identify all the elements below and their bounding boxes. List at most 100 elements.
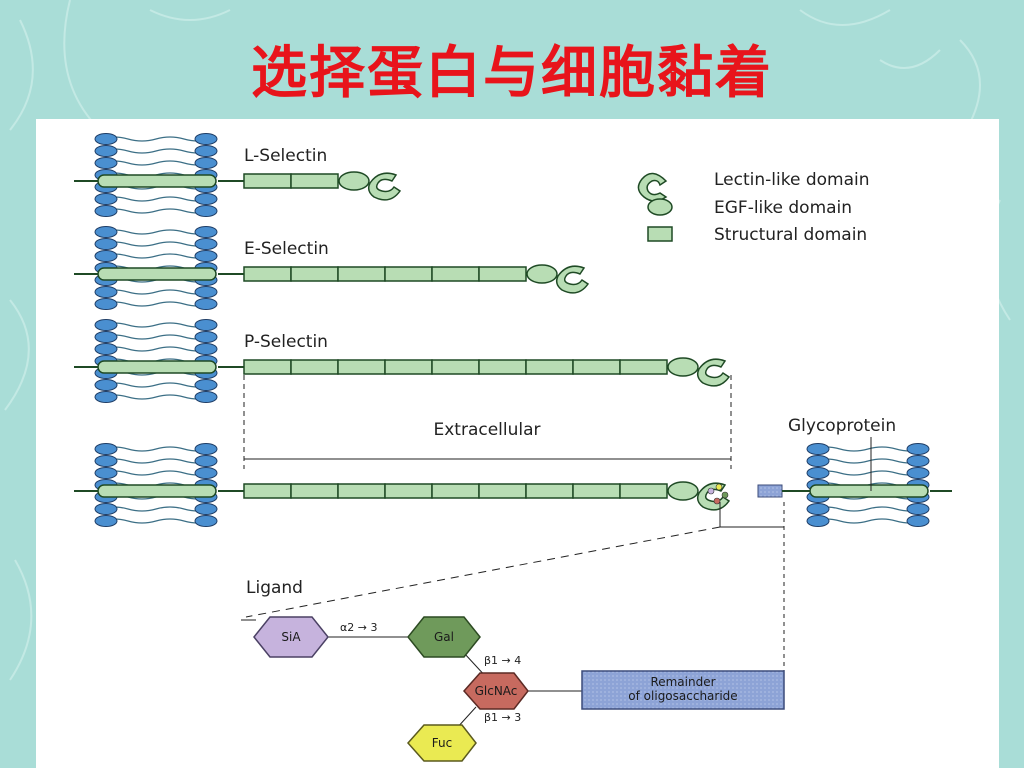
egf-domain (667, 357, 699, 377)
legend-egf-label: EGF-like domain (714, 198, 852, 218)
lipid-head (94, 467, 118, 479)
lipid-head (194, 319, 218, 331)
lipid-head (194, 455, 218, 467)
sia-label: SiA (281, 630, 301, 644)
lipid-head (194, 467, 218, 479)
transmembrane-segment (97, 360, 217, 374)
structural-domain (431, 266, 480, 282)
lipid-head (906, 503, 930, 515)
fuc-label: Fuc (432, 736, 452, 750)
structural-domain (337, 359, 386, 375)
glcnac-sugar (462, 672, 529, 710)
structural-domain (525, 359, 574, 375)
bound-sugar (715, 483, 723, 491)
lipid-head (194, 133, 218, 145)
lipid-head (906, 515, 930, 527)
lipid-head (194, 515, 218, 527)
lipid-head (194, 503, 218, 515)
lipid-head (94, 319, 118, 331)
bond-glcnac-fuc-label: β1 → 3 (484, 711, 521, 724)
lipid-head (906, 467, 930, 479)
lectin-domain (696, 358, 731, 387)
structural-domain (384, 266, 433, 282)
remainder-line2: of oligosaccharide (628, 689, 737, 703)
transmembrane-segment (97, 484, 217, 498)
lipid-head (906, 455, 930, 467)
protein-name: P-Selectin (244, 332, 328, 352)
structural-domain (290, 359, 339, 375)
structural-domain (384, 483, 433, 499)
glcnac-label: GlcNAc (475, 684, 518, 698)
legend-structural-label: Structural domain (714, 225, 867, 245)
lipid-head (94, 331, 118, 343)
structural-domain (431, 483, 480, 499)
glycoprotein-cell-membrane (786, 443, 930, 527)
lipid-head (94, 443, 118, 455)
bound-sugar (713, 497, 721, 505)
protein-name: E-Selectin (244, 239, 329, 259)
lipid-head (94, 145, 118, 157)
lectin-domain (367, 172, 402, 201)
transmembrane-segment (97, 174, 217, 188)
lipid-head (94, 503, 118, 515)
cell-membrane (74, 226, 218, 310)
lipid-head (94, 455, 118, 467)
lipid-head (94, 226, 118, 238)
ligand-structure: SiA Gal GlcNAc Fuc Remainder of oligosac… (253, 616, 785, 762)
lipid-head (94, 250, 118, 262)
lipid-head (194, 226, 218, 238)
structural-domain (337, 483, 386, 499)
egf-domain (338, 171, 370, 191)
transmembrane-segment (809, 484, 929, 498)
selectin-3: P-Selectin (74, 319, 731, 403)
selectin-2: E-Selectin (74, 226, 590, 310)
bound-oligosaccharide (757, 484, 783, 498)
lipid-head (94, 205, 118, 217)
bond-sia-gal-label: α2 → 3 (340, 621, 377, 634)
bond-gal-glcnac-label: β1 → 4 (484, 654, 521, 667)
lectin-domain-icon (637, 172, 668, 202)
egf-domain (526, 264, 558, 284)
sia-sugar (253, 616, 329, 658)
lipid-head (94, 133, 118, 145)
structural-domain (243, 173, 292, 189)
fuc-sugar (406, 724, 477, 762)
lipid-head (194, 331, 218, 343)
structural-domain (572, 483, 621, 499)
lipid-head (194, 238, 218, 250)
cell-membrane (74, 443, 218, 527)
lipid-head (906, 443, 930, 455)
lipid-head (194, 193, 218, 205)
remainder-oligosaccharide-box (581, 670, 785, 710)
binding-guides (241, 502, 785, 679)
legend-lectin-label: Lectin-like domain (714, 170, 870, 190)
lectin-domain (696, 482, 731, 511)
lipid-head (94, 157, 118, 169)
lipid-head (806, 455, 830, 467)
lipid-head (194, 205, 218, 217)
cell-membrane (74, 133, 218, 217)
protein-name: L-Selectin (244, 146, 327, 166)
glycoprotein-label: Glycoprotein (788, 416, 896, 436)
lipid-head (94, 343, 118, 355)
lectin-domain (555, 265, 590, 294)
structural-domain (619, 359, 668, 375)
lipid-head (94, 193, 118, 205)
extracellular-label: Extracellular (433, 420, 540, 440)
lipid-head (194, 343, 218, 355)
lipid-head (194, 157, 218, 169)
lipid-head (194, 298, 218, 310)
transmembrane-segment (97, 267, 217, 281)
gal-sugar (407, 616, 481, 658)
lipid-head (94, 298, 118, 310)
bound-sugar (721, 491, 729, 499)
bound-sugar (707, 487, 715, 495)
lipid-head (94, 379, 118, 391)
remainder-line1: Remainder (650, 675, 715, 689)
lipid-head (806, 467, 830, 479)
bound-p-selectin (74, 443, 731, 527)
structural-domain (525, 483, 574, 499)
lipid-head (806, 503, 830, 515)
lipid-head (806, 515, 830, 527)
structural-domain (478, 359, 527, 375)
